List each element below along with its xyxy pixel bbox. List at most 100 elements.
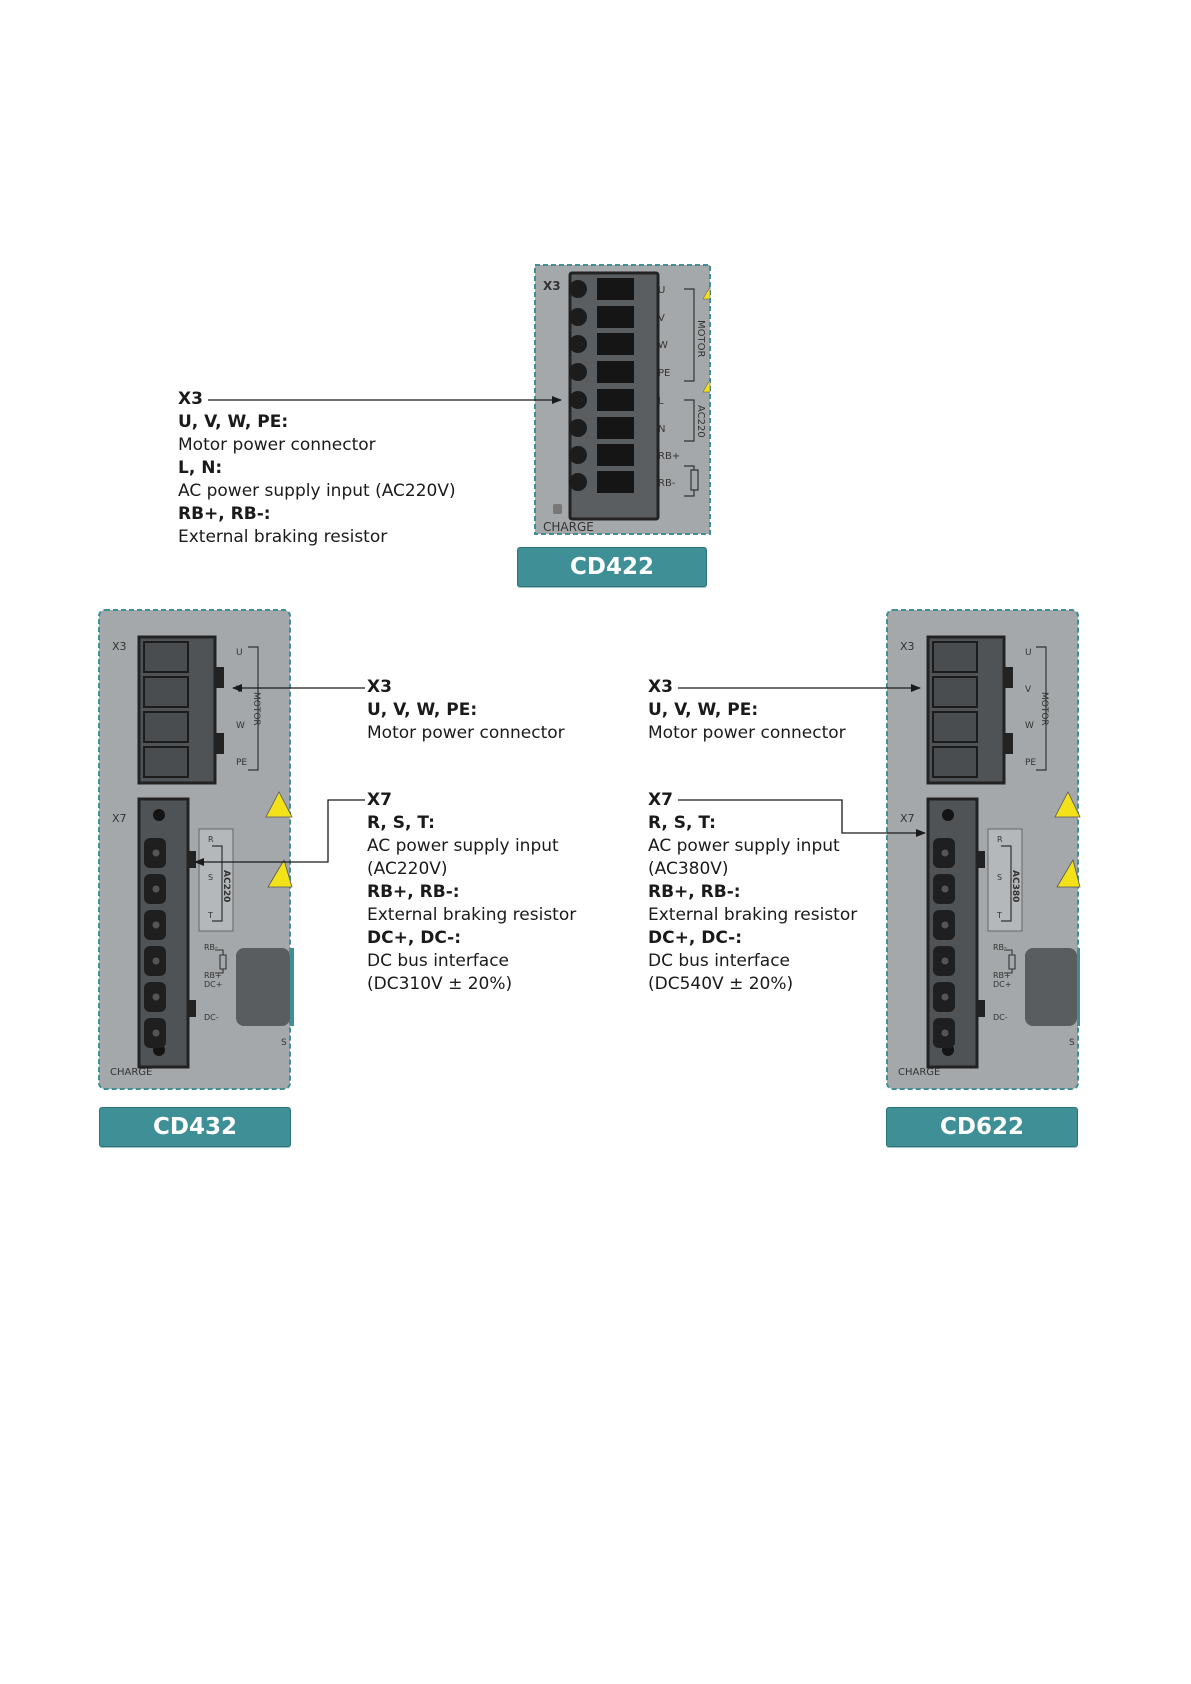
cd432-x7-socket-hole-1 (152, 885, 160, 893)
cd432-side-port (236, 948, 290, 1026)
cd622-x3-label: X3 (900, 640, 915, 653)
cd422-pin-label-6: RB+ (658, 451, 680, 462)
cd432-x7-title: X7 (367, 790, 392, 810)
cd422-screw-2 (569, 335, 587, 353)
cd422-pin-label-0: U (658, 285, 665, 296)
cd422-ln-text: AC power supply input (AC220V) (178, 481, 456, 501)
cd622-x3-latch-1 (1004, 667, 1013, 688)
cd622-x3-cell-2 (932, 711, 978, 743)
cd432-x7-leader (194, 799, 365, 866)
cd432-x3-pin-label-2: W (236, 721, 245, 731)
cd622-x3-cell-3 (932, 746, 978, 778)
cd432-x7-socket-hole-0 (152, 849, 160, 857)
cd622-x7-latch-2 (977, 1000, 985, 1017)
cd622-x7-socket-hole-0 (941, 849, 949, 857)
cd622-x7-socket-hole-5 (941, 1029, 949, 1037)
cd622-dc-text: DC bus interface (648, 951, 791, 971)
cd622-x7-socket-hole-2 (941, 921, 949, 929)
cd432-x7-pin-label-4: RB+ (204, 971, 222, 980)
cd422-charge-led (553, 504, 562, 514)
cd622-warning-icon-1 (1054, 791, 1081, 818)
cd432-ac-text: AC220 (221, 870, 231, 902)
cd432-rst-voltage: (AC220V) (367, 859, 448, 879)
cd422-screw-3 (569, 363, 587, 381)
cd422-pin-label-5: N (658, 424, 665, 435)
cd622-x3-latch-2 (1004, 733, 1013, 754)
cd622-x7-top-screw (942, 809, 954, 821)
cd622-x7-latch-1 (977, 851, 985, 868)
cd432-x3-pin-label-3: PE (236, 758, 247, 768)
cd622-rb-text: External braking resistor (648, 905, 858, 925)
cd432-rb-heading: RB+, RB-: (367, 882, 460, 902)
cd422-screw-7 (569, 473, 587, 491)
cd422-rb-heading: RB+, RB-: (178, 504, 271, 524)
cd422-x3-title: X3 (178, 389, 203, 409)
cd622-resistor-symbol (1004, 949, 1016, 974)
cd432-x7-pin-label-6: DC- (204, 1013, 219, 1022)
cd432-warning-icon-1 (265, 791, 293, 818)
cd622-x7-pin-label-3: RB- (993, 943, 1007, 952)
cd622-dc-voltage: (DC540V ± 20%) (648, 974, 794, 994)
cd622-x7-socket-hole-4 (941, 993, 949, 1001)
cd622-x7-socket-hole-3 (941, 957, 949, 965)
cd422-model-badge: CD422（AC220V） (517, 547, 707, 618)
cd622-rst-voltage: (AC380V) (648, 859, 729, 879)
cd622-x7-pin-label-5: DC+ (993, 980, 1011, 989)
cd422-pin-label-3: PE (658, 368, 670, 379)
cd622-rst-heading: R, S, T: (648, 813, 716, 833)
cd622-x3-cell-1 (932, 676, 978, 708)
cd622-x3-cells (932, 641, 978, 778)
cd432-motor-bracket (248, 646, 259, 771)
cd622-warning-icon-2 (1056, 858, 1081, 888)
cd622-x7-pin-label-0: R (997, 835, 1003, 844)
cd422-x3-label: X3 (543, 279, 561, 293)
cd622-x7-socket-hole-1 (941, 885, 949, 893)
cd432-x7-latch-1 (188, 851, 196, 868)
cd622-x3-title: X3 (648, 677, 673, 697)
cd422-ln-heading: L, N: (178, 458, 223, 478)
cd622-dc-heading: DC+, DC-: (648, 928, 743, 948)
cd622-x3-heading: U, V, W, PE: (648, 700, 759, 720)
cd432-dc-text: DC bus interface (367, 951, 510, 971)
cd432-dc-heading: DC+, DC-: (367, 928, 462, 948)
cd422-motor-text-desc: Motor power connector (178, 435, 376, 455)
cd432-x7-socket-hole-5 (152, 1029, 160, 1037)
cd432-rst-text: AC power supply input (367, 836, 559, 856)
cd422-rb-text: External braking resistor (178, 527, 388, 547)
cd422-socket-4 (597, 389, 634, 411)
cd622-x7-title: X7 (648, 790, 673, 810)
cd622-model-badge: CD622（AC380V） (886, 1107, 1078, 1178)
cd422-screw-1 (569, 308, 587, 326)
cd432-x7-pin-label-0: R (208, 835, 214, 844)
cd622-x7-pin-label-4: RB+ (993, 971, 1011, 980)
cd422-socket-3 (597, 361, 634, 383)
cd432-x7-pin-label-1: S (208, 873, 213, 882)
cd422-socket-0 (597, 278, 634, 300)
cd422-socket-7 (597, 471, 634, 493)
cd422-ac-text: AC220 (695, 405, 706, 438)
cd422-socket-5 (597, 417, 634, 439)
cd432-charge-label: CHARGE (110, 1067, 152, 1078)
cd432-x3-label: X3 (112, 640, 127, 653)
cd432-dc-voltage: (DC310V ± 20%) (367, 974, 513, 994)
cd622-x3-pin-label-2: W (1025, 721, 1034, 731)
cd432-x3-heading: U, V, W, PE: (367, 700, 478, 720)
cd432-x3-cells (143, 641, 189, 778)
cd622-ac-bracket (1001, 845, 1012, 922)
cd432-side-s-label: S (281, 1038, 287, 1048)
cd432-x7-pins (144, 809, 166, 1056)
cd422-motor-bracket (684, 288, 695, 382)
cd432-x3-cell-2 (143, 711, 189, 743)
cd432-rb-text: External braking resistor (367, 905, 577, 925)
cd622-charge-label: CHARGE (898, 1067, 940, 1078)
cd422-screw-6 (569, 446, 587, 464)
cd432-side-port-edge (290, 948, 294, 1026)
cd432-x3-cell-0 (143, 641, 189, 673)
cd422-screw-4 (569, 391, 587, 409)
